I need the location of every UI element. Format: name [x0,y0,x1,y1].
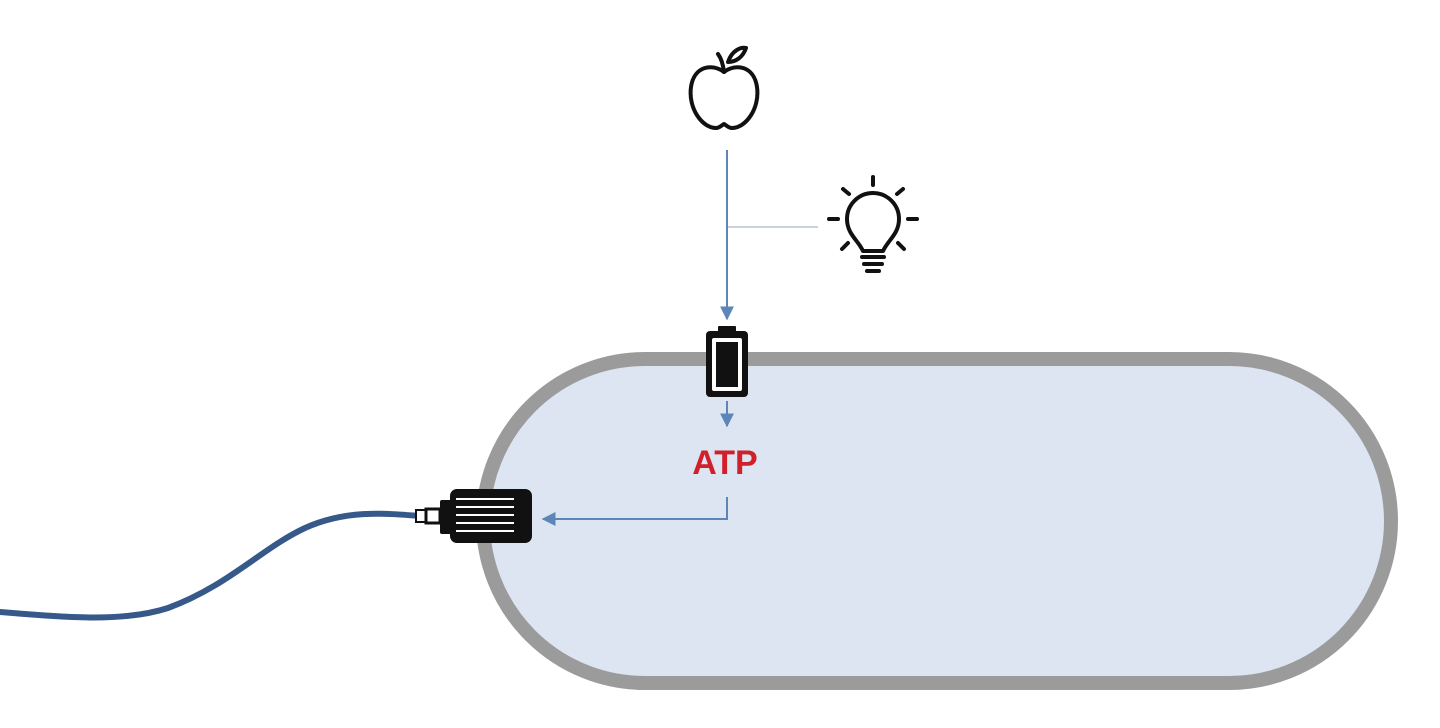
lightbulb-icon [827,175,919,273]
flagellum-tail [0,510,423,621]
atp-label: ATP [692,444,757,482]
cell-body [476,352,1398,690]
atp-to-motor-arrow [541,497,728,526]
apple-icon [688,45,760,130]
motor-icon [415,489,532,543]
battery-icon [706,326,748,397]
